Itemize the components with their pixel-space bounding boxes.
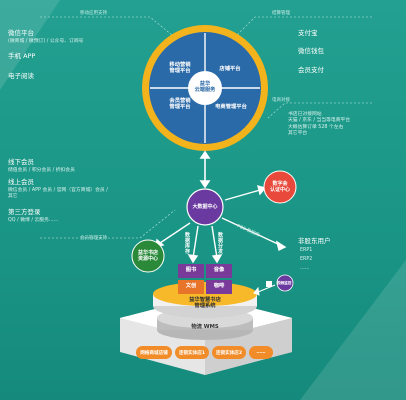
side-chip-label: 视频监控 (277, 281, 292, 285)
segment-audio: 音像 (213, 267, 225, 273)
member-title: 线上会员 (8, 178, 34, 186)
side-chip (276, 274, 294, 292)
main-circle-center-label: 益华 云端服务 (194, 81, 216, 94)
erp-item: ERP2 (300, 257, 313, 262)
left-item-title: 手机 APP (8, 52, 36, 60)
erp-item: ERP1 (300, 248, 313, 253)
quadrant-top-left: 移动营销 管理平台 (169, 62, 191, 75)
erp-title: 非股东用户 (298, 237, 331, 245)
payment-item: 会员支付 (298, 66, 324, 74)
flow-label-left: 数据库存 (184, 232, 190, 254)
ecommerce-detail: 书店已对接网站 天猫 / 京东 / 当当等电商平台 大概估算订单 528 个左右… (288, 112, 351, 137)
flow-arrows (187, 217, 287, 264)
segment-books: 图书 (185, 267, 197, 273)
payment-item: 支付宝 (298, 29, 318, 37)
mobile-support-tag: 移动应用支持 (80, 11, 107, 16)
segment-coffee: 咖啡 (213, 283, 225, 289)
certification-node (263, 170, 297, 204)
platform-side (205, 318, 292, 375)
left-item-title: 电子阅读 (8, 72, 34, 80)
payment-item: 微信钱包 (298, 47, 324, 55)
hub-to-right-arrow (224, 184, 267, 201)
store-pill: 网络商城店铺 (136, 346, 172, 359)
erp-item: …… (300, 266, 310, 271)
wms-label: 物流 WMS (191, 324, 219, 330)
store-pill: …… (249, 346, 273, 359)
member-title: 线下会员 (8, 158, 34, 166)
member-support-tag: 会员管理支持 (80, 236, 107, 241)
hub-label: 大数据中心 (192, 204, 218, 210)
connector-lines (40, 16, 372, 239)
left-item-title: 微信平台 (8, 29, 34, 37)
member-detail: 微信会员 / APP 会员 / 官网（官方商城）会员 / 其它 (8, 188, 108, 199)
payment-tag: 结算管理 (272, 11, 290, 16)
main-circle-core (188, 71, 222, 105)
quadrant-top-right: 店铺平台 (219, 66, 241, 72)
side-chip-arrow (253, 284, 276, 296)
quadrant-bottom-left: 会员营销 管理平台 (169, 98, 191, 111)
resource-label: 益华书店 资源中心 (137, 250, 158, 262)
hub-node (186, 188, 224, 226)
main-to-hub-arrow (199, 150, 211, 189)
flow-label-mid: 数据分发 (217, 232, 223, 254)
member-detail: 储值会员 / 积分会员 / 折扣会员 (8, 168, 75, 173)
segment-creative: 文创 (185, 283, 197, 289)
quadrant-bottom-right: 电商管理平台 (215, 104, 247, 110)
member-title: 第三方登录 (8, 208, 41, 216)
member-detail: QQ / 微博 / 云服务…… (8, 218, 59, 223)
side-chip-marker (266, 281, 272, 287)
certification-label: 数字会 认证中心 (269, 181, 290, 193)
system-label: 益华智慧书店 管理系统 (189, 297, 221, 310)
category-blocks (178, 264, 232, 294)
store-pill: 连锁实体店2 (212, 346, 246, 359)
left-item-detail: (微商城 / 微预订) / 公众号、订阅号 (8, 39, 84, 44)
store-pill: 连锁实体店1 (175, 346, 209, 359)
ecommerce-tag: 电商对接 (272, 98, 290, 103)
resource-node (131, 239, 165, 273)
